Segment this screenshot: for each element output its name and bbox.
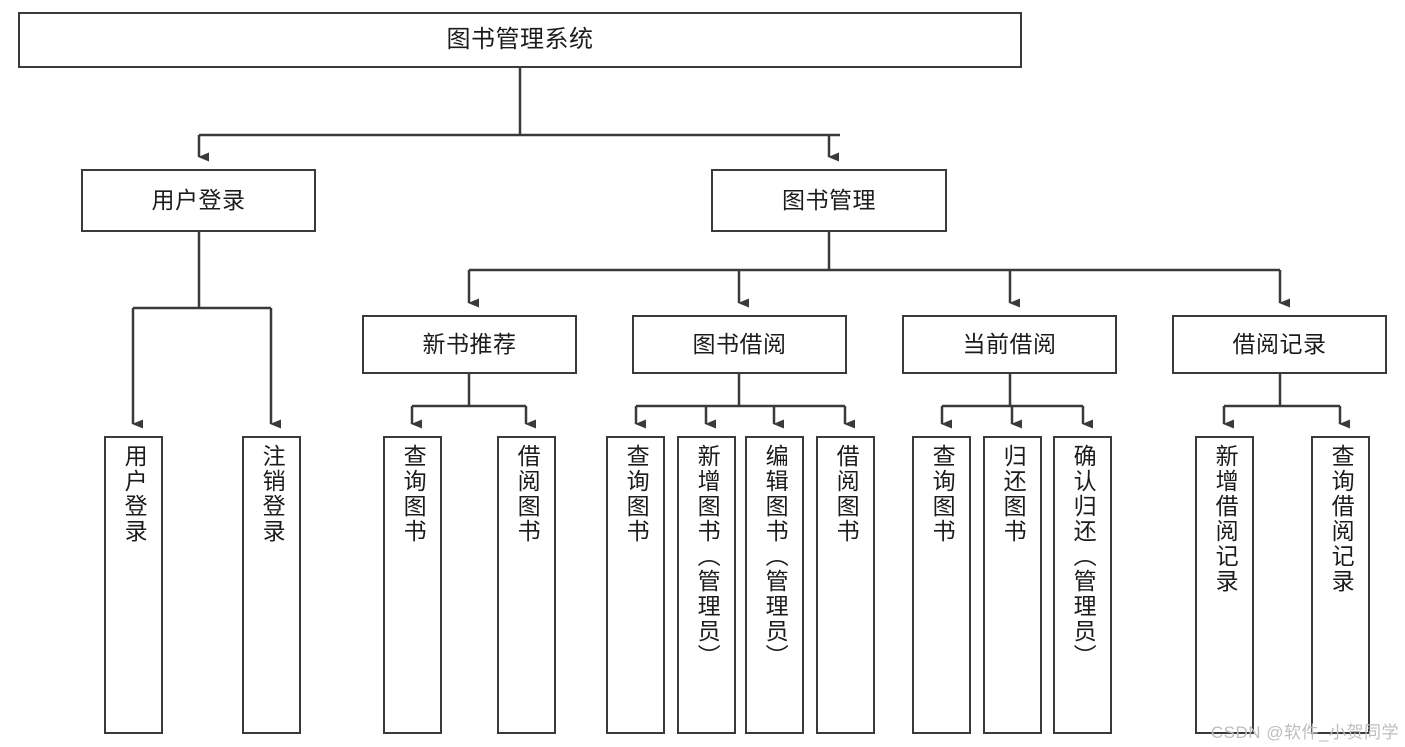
node-label: 确认归还（管理员） (1070, 444, 1097, 669)
node-label: 新增图书（管理员） (694, 444, 721, 669)
node-book-management[interactable]: 图书管理 (711, 169, 947, 232)
node-book-borrow[interactable]: 图书借阅 (632, 315, 847, 374)
node-label: 用户登录 (151, 186, 246, 213)
node-label: 图书借阅 (692, 330, 787, 357)
leaf-add-borrow-record[interactable]: 新增借阅记录 (1195, 436, 1254, 734)
leaf-query-borrow-record[interactable]: 查询借阅记录 (1311, 436, 1370, 734)
leaf-query-book-current[interactable]: 查询图书 (912, 436, 971, 734)
node-borrow-records[interactable]: 借阅记录 (1172, 315, 1387, 374)
csdn-watermark: CSDN @软件_小贺同学 (1210, 723, 1399, 742)
node-label: 用户登录 (121, 444, 148, 544)
node-label: 查询图书 (400, 444, 427, 544)
leaf-query-book-borrow[interactable]: 查询图书 (606, 436, 665, 734)
node-root-system[interactable]: 图书管理系统 (18, 12, 1022, 68)
node-label: 图书管理 (782, 186, 876, 213)
node-user-login[interactable]: 用户登录 (81, 169, 316, 232)
node-label: 新书推荐 (422, 330, 517, 357)
leaf-confirm-return-admin[interactable]: 确认归还（管理员） (1053, 436, 1112, 734)
leaf-query-book-recommend[interactable]: 查询图书 (383, 436, 442, 734)
node-label: 借阅图书 (514, 444, 541, 544)
node-label: 注销登录 (259, 444, 286, 544)
leaf-borrow-book[interactable]: 借阅图书 (816, 436, 875, 734)
leaf-add-book-admin[interactable]: 新增图书（管理员） (677, 436, 736, 734)
node-label: 编辑图书（管理员） (762, 444, 789, 669)
node-label: 查询图书 (623, 444, 650, 544)
leaf-edit-book-admin[interactable]: 编辑图书（管理员） (745, 436, 804, 734)
node-current-borrow[interactable]: 当前借阅 (902, 315, 1117, 374)
node-label: 当前借阅 (962, 330, 1057, 357)
node-label: 归还图书 (1000, 444, 1027, 544)
leaf-borrow-book-recommend[interactable]: 借阅图书 (497, 436, 556, 734)
leaf-logout[interactable]: 注销登录 (242, 436, 301, 734)
node-label: 查询借阅记录 (1328, 444, 1355, 594)
node-label: 图书管理系统 (446, 25, 594, 53)
node-label: 查询图书 (929, 444, 956, 544)
node-label: 借阅记录 (1232, 330, 1327, 357)
leaf-user-login[interactable]: 用户登录 (104, 436, 163, 734)
node-label: 新增借阅记录 (1212, 444, 1239, 594)
node-new-book-recommend[interactable]: 新书推荐 (362, 315, 577, 374)
leaf-return-book[interactable]: 归还图书 (983, 436, 1042, 734)
node-label: 借阅图书 (833, 444, 860, 544)
